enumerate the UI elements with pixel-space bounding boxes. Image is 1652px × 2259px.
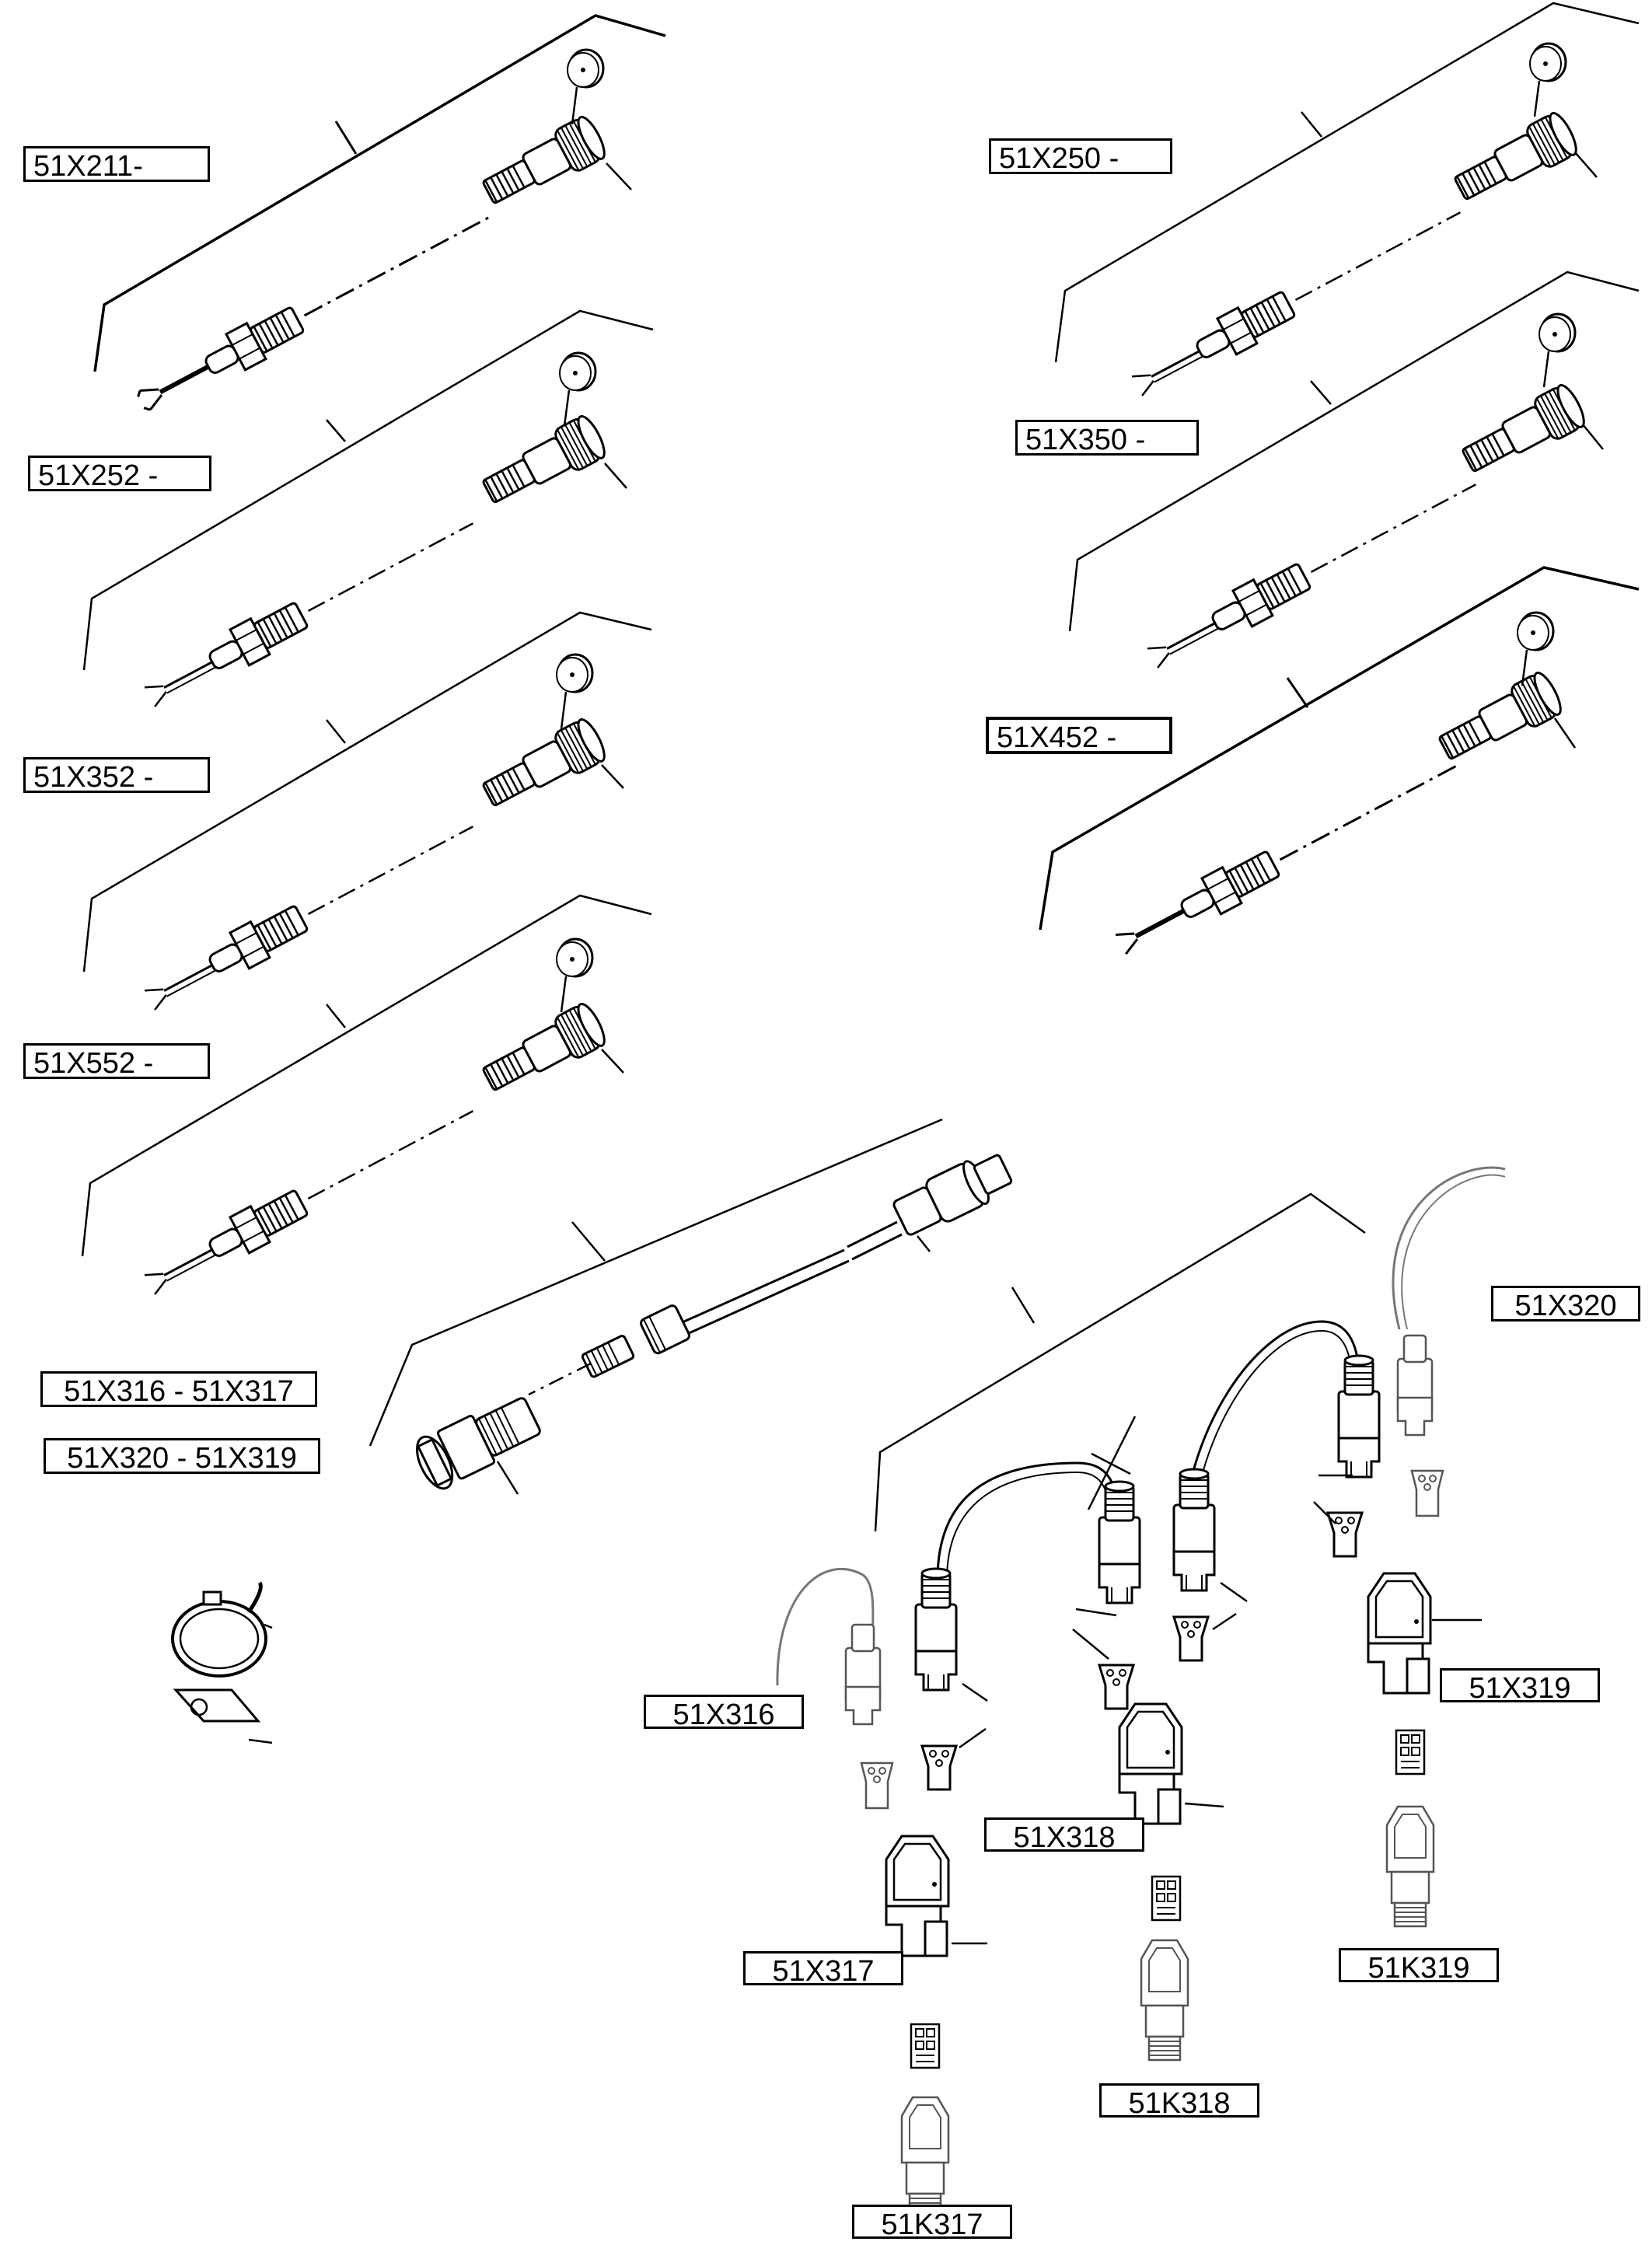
cable-tie-and-tag: [171, 1581, 273, 1744]
label-51x252: 51X252 -: [28, 456, 211, 491]
assembly-51x350: [1068, 271, 1640, 669]
label-51x250: 51X250 -: [989, 138, 1172, 174]
label-51x452: 51X452 -: [986, 717, 1172, 754]
label-51x352: 51X352 -: [23, 757, 210, 793]
label-51k317: 51K317: [852, 2205, 1012, 2240]
assembly-51x211: [93, 14, 666, 411]
label-51x552: 51X552 -: [23, 1043, 210, 1079]
label-51x319: 51X319: [1440, 1668, 1600, 1703]
label-51x350: 51X350 -: [1015, 420, 1199, 456]
label-51x316: 51X316: [644, 1695, 804, 1730]
connector-harness: [776, 1166, 1506, 2219]
assembly-cable-51x316-51x320: [368, 1118, 1013, 1495]
label-51x320-51x319: 51X320 - 51X319: [44, 1438, 320, 1474]
label-51x211: 51X211-: [23, 146, 210, 182]
assembly-51x252: [82, 309, 654, 707]
assembly-51x452: [1039, 566, 1640, 955]
label-51x316-51x317: 51X316 - 51X317: [40, 1371, 317, 1407]
label-51x318: 51X318: [984, 1817, 1144, 1852]
label-51k319: 51K319: [1339, 1948, 1499, 1983]
label-51x317: 51X317: [743, 1951, 903, 1986]
label-51x320: 51X320: [1491, 1286, 1640, 1322]
assembly-51x552: [81, 894, 652, 1295]
label-51k318: 51K318: [1099, 2083, 1259, 2118]
